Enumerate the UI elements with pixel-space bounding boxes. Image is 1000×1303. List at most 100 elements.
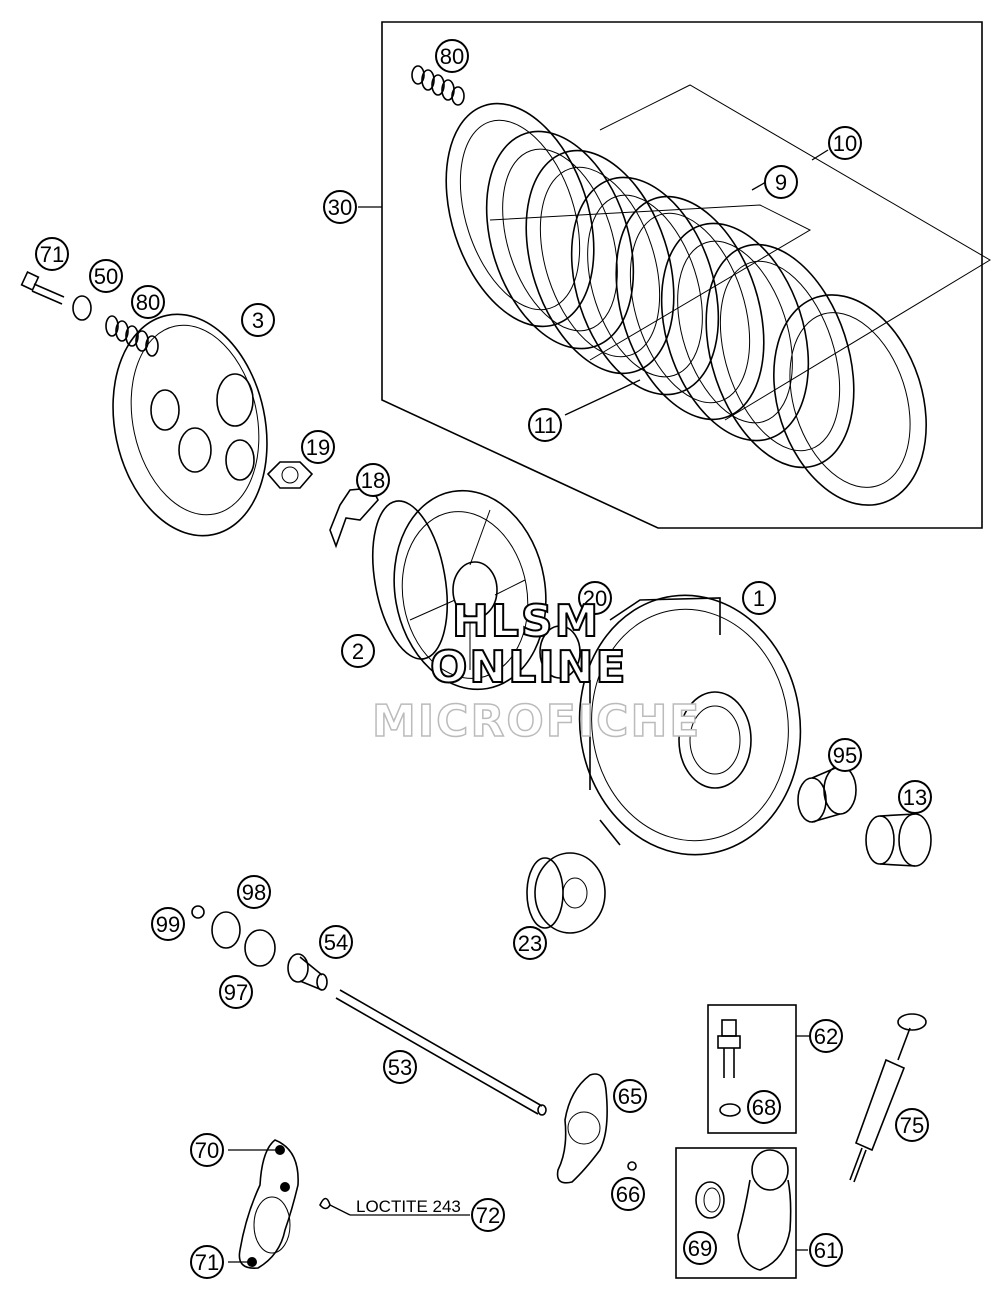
svg-text:80: 80 [136,290,160,315]
svg-text:19: 19 [306,435,330,460]
bolt-71-top [20,271,65,305]
callout-10: 10 [828,126,862,160]
lock-washer-18 [329,487,379,549]
callout-97: 97 [219,975,253,1009]
callout-95: 95 [828,738,862,772]
callout-71-bottom: 71 [190,1245,224,1279]
callout-11: 11 [528,408,562,442]
slave-cylinder-frame [675,1147,797,1279]
clutch-hub [372,489,547,691]
callout-9: 9 [764,165,798,199]
loctite-drop [319,1197,331,1210]
syringe-75 [849,1013,927,1183]
callout-75: 75 [895,1108,929,1142]
gasket-65 [556,1073,608,1184]
ring-99 [191,905,205,919]
svg-text:9: 9 [775,170,787,195]
svg-text:61: 61 [814,1238,838,1263]
spring-80-side [105,315,159,357]
callout-99: 99 [151,907,185,941]
callout-72: 72 [471,1198,505,1232]
svg-text:20: 20 [583,586,607,611]
pin-66 [627,1161,637,1171]
callout-1: 1 [742,581,776,615]
svg-text:80: 80 [440,44,464,69]
svg-text:66: 66 [616,1182,640,1207]
svg-text:11: 11 [534,413,557,438]
callout-20: 20 [578,581,612,615]
needle-bearing-95 [797,765,857,823]
callout-19: 19 [301,430,335,464]
piston-69 [695,1181,725,1219]
callout-54: 54 [319,925,353,959]
bleed-valve-frame [707,1004,797,1134]
svg-text:10: 10 [833,131,857,156]
bleed-screw [717,1019,741,1078]
callout-18: 18 [356,463,390,497]
svg-text:99: 99 [156,912,180,937]
pushrod-piece-54 [287,953,328,991]
gear-23 [526,852,606,934]
callout-71-top: 71 [35,237,69,271]
nut-19 [266,461,314,489]
callout-23: 23 [513,926,547,960]
callout-65: 65 [613,1079,647,1113]
svg-text:71: 71 [195,1250,219,1275]
svg-text:50: 50 [94,264,118,289]
svg-text:13: 13 [903,785,927,810]
callout-50: 50 [89,259,123,293]
svg-text:54: 54 [324,930,348,955]
disc-set-frame [381,21,983,529]
spring-top [411,65,465,106]
clutch-discs [445,102,927,506]
slave-cover [238,1139,299,1269]
svg-text:68: 68 [752,1095,776,1120]
callout-53: 53 [383,1050,417,1084]
svg-text:62: 62 [814,1024,838,1049]
seal-68 [719,1103,741,1117]
svg-text:23: 23 [518,931,542,956]
svg-text:70: 70 [195,1138,219,1163]
pressure-plate [112,313,268,537]
callout-98: 98 [237,875,271,909]
svg-text:53: 53 [388,1055,412,1080]
callout-68: 68 [747,1090,781,1124]
callout-61: 61 [809,1233,843,1267]
callout-2: 2 [341,634,375,668]
bearing-97 [244,929,276,967]
callout-69: 69 [683,1231,717,1265]
bushing-13 [865,813,932,867]
loctite-note: LOCTITE 243 [356,1197,461,1216]
svg-text:3: 3 [252,308,264,333]
clutch-basket [578,594,802,856]
washer-50 [72,295,92,321]
svg-text:95: 95 [833,743,857,768]
callout-62: 62 [809,1019,843,1053]
callout-3: 3 [241,303,275,337]
svg-text:97: 97 [224,980,248,1005]
callout-66: 66 [611,1177,645,1211]
svg-text:30: 30 [328,195,352,220]
slave-cylinder [737,1149,792,1271]
callout-70: 70 [190,1133,224,1167]
svg-text:72: 72 [476,1203,500,1228]
callout-13: 13 [898,780,932,814]
svg-text:1: 1 [753,586,765,611]
svg-text:75: 75 [900,1113,924,1138]
svg-text:69: 69 [688,1236,712,1261]
svg-text:98: 98 [242,880,266,905]
washer-98 [211,911,241,949]
svg-text:18: 18 [361,468,385,493]
watermark-line-2: ONLINE [429,641,628,694]
washer-20 [539,625,581,679]
watermark-line-1: HLSM [451,595,601,648]
callout-80-side: 80 [131,285,165,319]
svg-text:2: 2 [352,639,364,664]
callout-80-top: 80 [435,39,469,73]
svg-text:65: 65 [618,1084,642,1109]
svg-text:71: 71 [40,242,64,267]
pushrod-53 [335,989,547,1116]
watermark-line-3: MICROFICHE [371,695,702,748]
callout-30: 30 [323,190,357,224]
